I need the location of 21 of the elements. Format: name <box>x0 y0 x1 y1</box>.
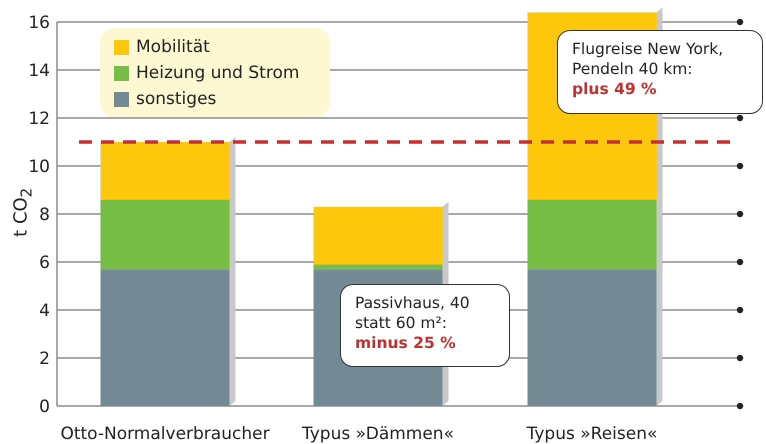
callout-box <box>340 284 510 367</box>
callout-text: Flugreise New York, Pendeln 40 km: <box>572 39 724 79</box>
category-label: Typus »Reisen« <box>526 424 658 444</box>
callout-value: plus 49 % <box>572 79 658 99</box>
tick-label: 4 <box>39 301 50 321</box>
legend-label: sonstiges <box>136 89 216 109</box>
callout-text: Passivhaus, 40 statt 60 m²: <box>355 293 471 333</box>
category-label: Typus »Dämmen« <box>302 424 454 444</box>
tick-label: 10 <box>28 157 50 177</box>
legend-label: Mobilität <box>136 37 210 57</box>
tick-label: 0 <box>39 397 50 417</box>
legend-label: Heizung und Strom <box>136 63 300 83</box>
callout-box <box>557 30 763 114</box>
tick-label: 8 <box>39 205 50 225</box>
callout-value: minus 25 % <box>355 333 457 353</box>
tick-label: 16 <box>28 13 50 33</box>
category-label: Otto-Normalverbraucher <box>60 424 270 444</box>
tick-label: 6 <box>39 253 50 273</box>
tick-label: 2 <box>39 349 50 369</box>
tick-label: 12 <box>28 109 50 129</box>
tick-label: 14 <box>28 61 50 81</box>
